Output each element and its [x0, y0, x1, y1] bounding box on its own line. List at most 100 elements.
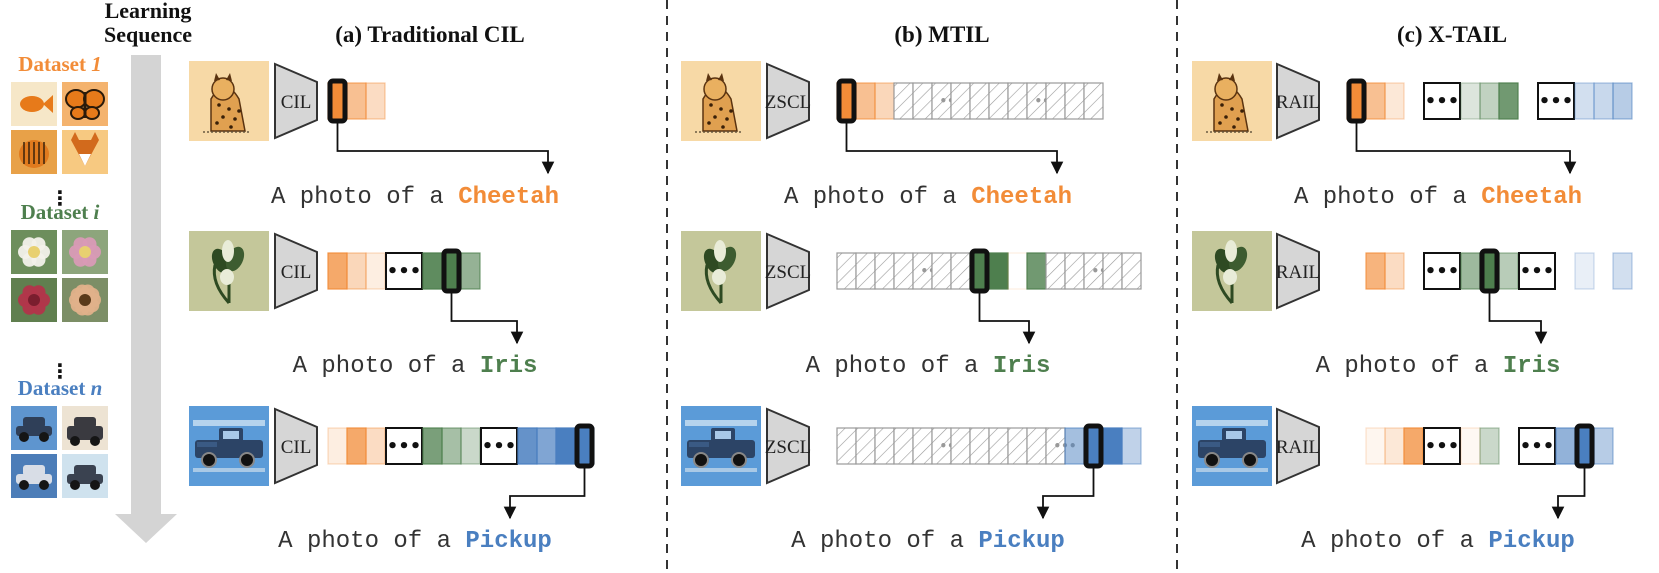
- prompt-cell: [1102, 427, 1123, 465]
- hatched-cell: [1064, 82, 1085, 120]
- retrieval-arrow: [1488, 293, 1548, 345]
- cheetah-image: [189, 61, 269, 141]
- hatched-cell: [931, 252, 952, 290]
- truck-window: [1226, 431, 1242, 439]
- iris-image: [189, 231, 269, 311]
- prompt-cell: [441, 427, 462, 465]
- wheel: [39, 480, 49, 490]
- hatched-cell: [912, 82, 933, 120]
- fish-tail: [43, 95, 53, 113]
- panel-row-pickup: RAIL••••••A photo of a Pickup: [1192, 406, 1614, 555]
- panel-row-iris: ZSCL••••••A photo of a Iris: [681, 231, 1142, 380]
- prompt-cell: [1498, 82, 1519, 120]
- prompt-pool: ••••••: [1346, 82, 1633, 120]
- encoder-label: ZSCL: [765, 92, 811, 113]
- panel-b-title: (b) MTIL: [894, 22, 989, 47]
- prompt-cell: [988, 252, 1009, 290]
- truck-wheel: [1242, 452, 1258, 468]
- hatched-cell: [1007, 427, 1028, 465]
- prompt-pool: ••••••: [327, 427, 595, 465]
- sunflower-icon: [62, 278, 108, 322]
- goldfish-icon: [11, 82, 57, 126]
- prompt-cell: [855, 82, 876, 120]
- selected-prompt: [1479, 248, 1500, 294]
- prompt-cell: [422, 427, 443, 465]
- prompt-cell: [1460, 82, 1481, 120]
- pickup-image: [681, 406, 761, 486]
- prompt-cell: [1064, 427, 1085, 465]
- panel-row-pickup: CIL••••••A photo of a Pickup: [189, 406, 595, 555]
- car-cabin: [74, 417, 96, 428]
- encoder-trapezoid: [766, 62, 810, 140]
- cheetah-head: [703, 77, 727, 101]
- prompt-text: A photo of a Iris: [1316, 353, 1561, 380]
- truck-wheel: [201, 452, 217, 468]
- hatched-cell: [950, 427, 971, 465]
- car-cabin: [23, 465, 45, 476]
- prompt-cell: [1612, 252, 1633, 290]
- hatched-cell: [893, 82, 914, 120]
- selected-prompt: [1083, 423, 1104, 469]
- iris-petal: [712, 269, 726, 285]
- prompt-cell: [1384, 252, 1405, 290]
- prompt-prefix: A photo of a: [293, 353, 480, 380]
- truck-bed: [1200, 442, 1220, 447]
- selected-prompt: [441, 248, 462, 294]
- iris-petal: [222, 240, 234, 262]
- ellipsis-icon: •••: [387, 261, 422, 282]
- prompt-cell: [1026, 252, 1047, 290]
- selected-prompt: [574, 423, 595, 469]
- encoder-trapezoid: [1276, 232, 1320, 310]
- prompt-text: A photo of a Pickup: [1301, 528, 1575, 555]
- truck-wheel: [731, 452, 747, 468]
- wheel: [19, 432, 29, 442]
- hatched-cell: [1007, 82, 1028, 120]
- prompt-text: A photo of a Cheetah: [784, 184, 1072, 211]
- retrieval-arrow: [1036, 468, 1095, 520]
- truck-window: [715, 431, 731, 439]
- panel-row-iris: CIL•••A photo of a Iris: [189, 231, 537, 380]
- prompt-class: Pickup: [1488, 528, 1574, 555]
- panel-row-cheetah: ZSCL••••••A photo of a Cheetah: [681, 61, 1104, 211]
- encoder-label: RAIL: [1276, 437, 1320, 458]
- prompt-cell: [1384, 427, 1405, 465]
- cheetah-spot: [707, 121, 711, 125]
- cheetah-image: [1192, 61, 1272, 141]
- retrieval-arrow: [450, 293, 524, 345]
- cheetah-spot: [1220, 103, 1224, 107]
- jeep-icon: [62, 406, 108, 450]
- iris-petal: [1225, 240, 1237, 262]
- prompt-cell: [1365, 82, 1386, 120]
- sky-band: [193, 420, 265, 426]
- cheetah-spot: [229, 125, 233, 129]
- wing: [70, 106, 86, 120]
- truck-window: [223, 431, 239, 439]
- hatched-cell: [855, 252, 876, 290]
- hatched-cell: [950, 252, 971, 290]
- dataset-label: Dataset 1: [18, 52, 101, 76]
- prompt-cell: [1007, 252, 1028, 290]
- cheetah-spot: [721, 125, 725, 129]
- retrieval-arrow: [336, 123, 555, 175]
- prompt-cell: [536, 427, 557, 465]
- pickup-image: [1192, 406, 1272, 486]
- encoder: CIL: [274, 62, 318, 140]
- ear: [71, 132, 79, 140]
- selected-prompt: [327, 78, 348, 124]
- hatched-cell: [1026, 427, 1047, 465]
- ellipsis-icon: •••: [1425, 91, 1460, 112]
- encoder-trapezoid: [766, 232, 810, 310]
- dataset-prefix: Dataset: [18, 52, 91, 76]
- tiger-icon: [11, 130, 57, 174]
- hatched-cell: [1121, 252, 1142, 290]
- wheel: [70, 436, 80, 446]
- iris-petal: [1223, 269, 1237, 285]
- cheetah-spot: [729, 109, 733, 113]
- prompt-cell: [1498, 252, 1519, 290]
- cheetah-ear: [226, 73, 232, 81]
- dataset-index: n: [91, 376, 103, 400]
- ellipsis-cell: [1423, 427, 1461, 465]
